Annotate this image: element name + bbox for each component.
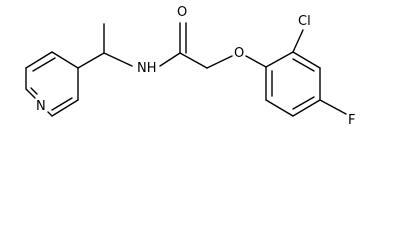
bond	[292, 51, 321, 69]
bond	[51, 51, 79, 69]
ether-oxygen-label: O	[234, 46, 244, 61]
pyridine-nitrogen-label: N	[36, 99, 46, 114]
molecule-drawing: O NH N O Cl F	[25, 5, 355, 128]
bond	[179, 52, 208, 69]
bond	[265, 51, 294, 68]
bond-double-inner	[51, 97, 73, 111]
bond	[47, 111, 53, 117]
pyridine-ring	[25, 51, 79, 117]
bond-double-inner	[292, 96, 315, 110]
bond	[292, 99, 321, 117]
bond	[245, 55, 267, 68]
chlorofluorophenyl-ring	[265, 29, 347, 117]
amide-nitrogen-label: NH	[137, 61, 157, 76]
bond	[25, 51, 53, 69]
bond	[206, 55, 233, 69]
bond	[159, 52, 181, 67]
linker-chain	[77, 22, 267, 69]
chlorine-label: Cl	[298, 14, 311, 29]
bond	[103, 52, 133, 67]
bond	[25, 88, 36, 99]
fluorine-bond	[319, 99, 347, 115]
bond-double-inner	[292, 58, 315, 72]
bond	[265, 99, 294, 117]
structure-diagram: O NH N O Cl F	[25, 5, 355, 128]
carbonyl-oxygen-label: O	[177, 5, 187, 20]
bond	[51, 99, 79, 117]
bond-double-inner	[30, 87, 38, 95]
chlorine-bond	[292, 29, 304, 53]
bond-double-inner	[32, 57, 56, 72]
fluorine-label: F	[348, 113, 355, 128]
bond	[77, 52, 105, 69]
